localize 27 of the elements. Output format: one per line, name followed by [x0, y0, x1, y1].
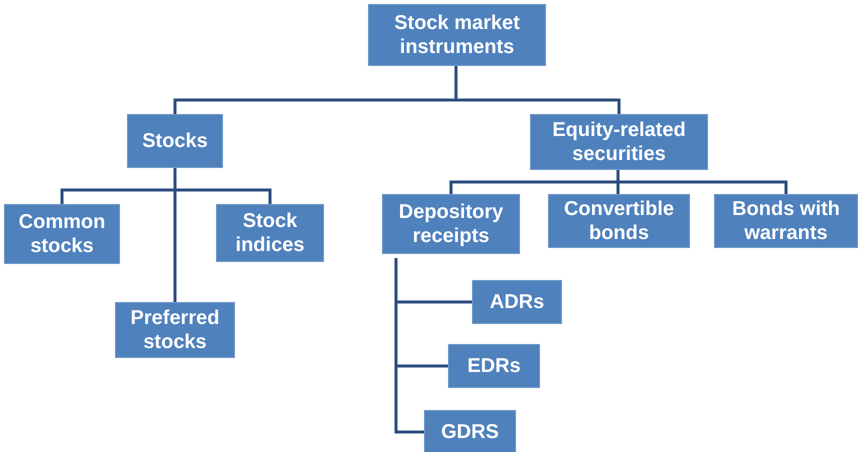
- category-box: [127, 114, 223, 168]
- connector-line: [454, 66, 620, 114]
- category-box: [548, 194, 690, 248]
- box-label: Equity-related securities: [551, 118, 687, 166]
- category-box: [424, 410, 516, 452]
- category-box: [448, 344, 540, 388]
- box-label: EDRs: [467, 354, 521, 378]
- box-label: Stock indices: [234, 209, 306, 257]
- category-box: [472, 280, 562, 324]
- box-label: Depository receipts: [398, 200, 504, 248]
- category-box: [368, 4, 546, 66]
- box-label: Bonds with warrants: [731, 197, 841, 245]
- box-label: Stocks: [142, 129, 208, 153]
- connector-line: [174, 168, 272, 204]
- box-label: Stock market instruments: [393, 11, 521, 59]
- box-label: Common stocks: [18, 210, 106, 258]
- category-box: [4, 204, 120, 264]
- connector-line: [616, 170, 788, 194]
- box-label: Preferred stocks: [130, 306, 220, 354]
- category-box: [530, 114, 708, 170]
- category-box: [714, 194, 858, 248]
- box-label: GDRS: [441, 420, 499, 444]
- category-box: [216, 204, 324, 262]
- box-label: ADRs: [490, 290, 544, 314]
- box-label: Convertible bonds: [562, 197, 676, 245]
- category-box: [382, 194, 520, 254]
- category-box: [115, 302, 235, 358]
